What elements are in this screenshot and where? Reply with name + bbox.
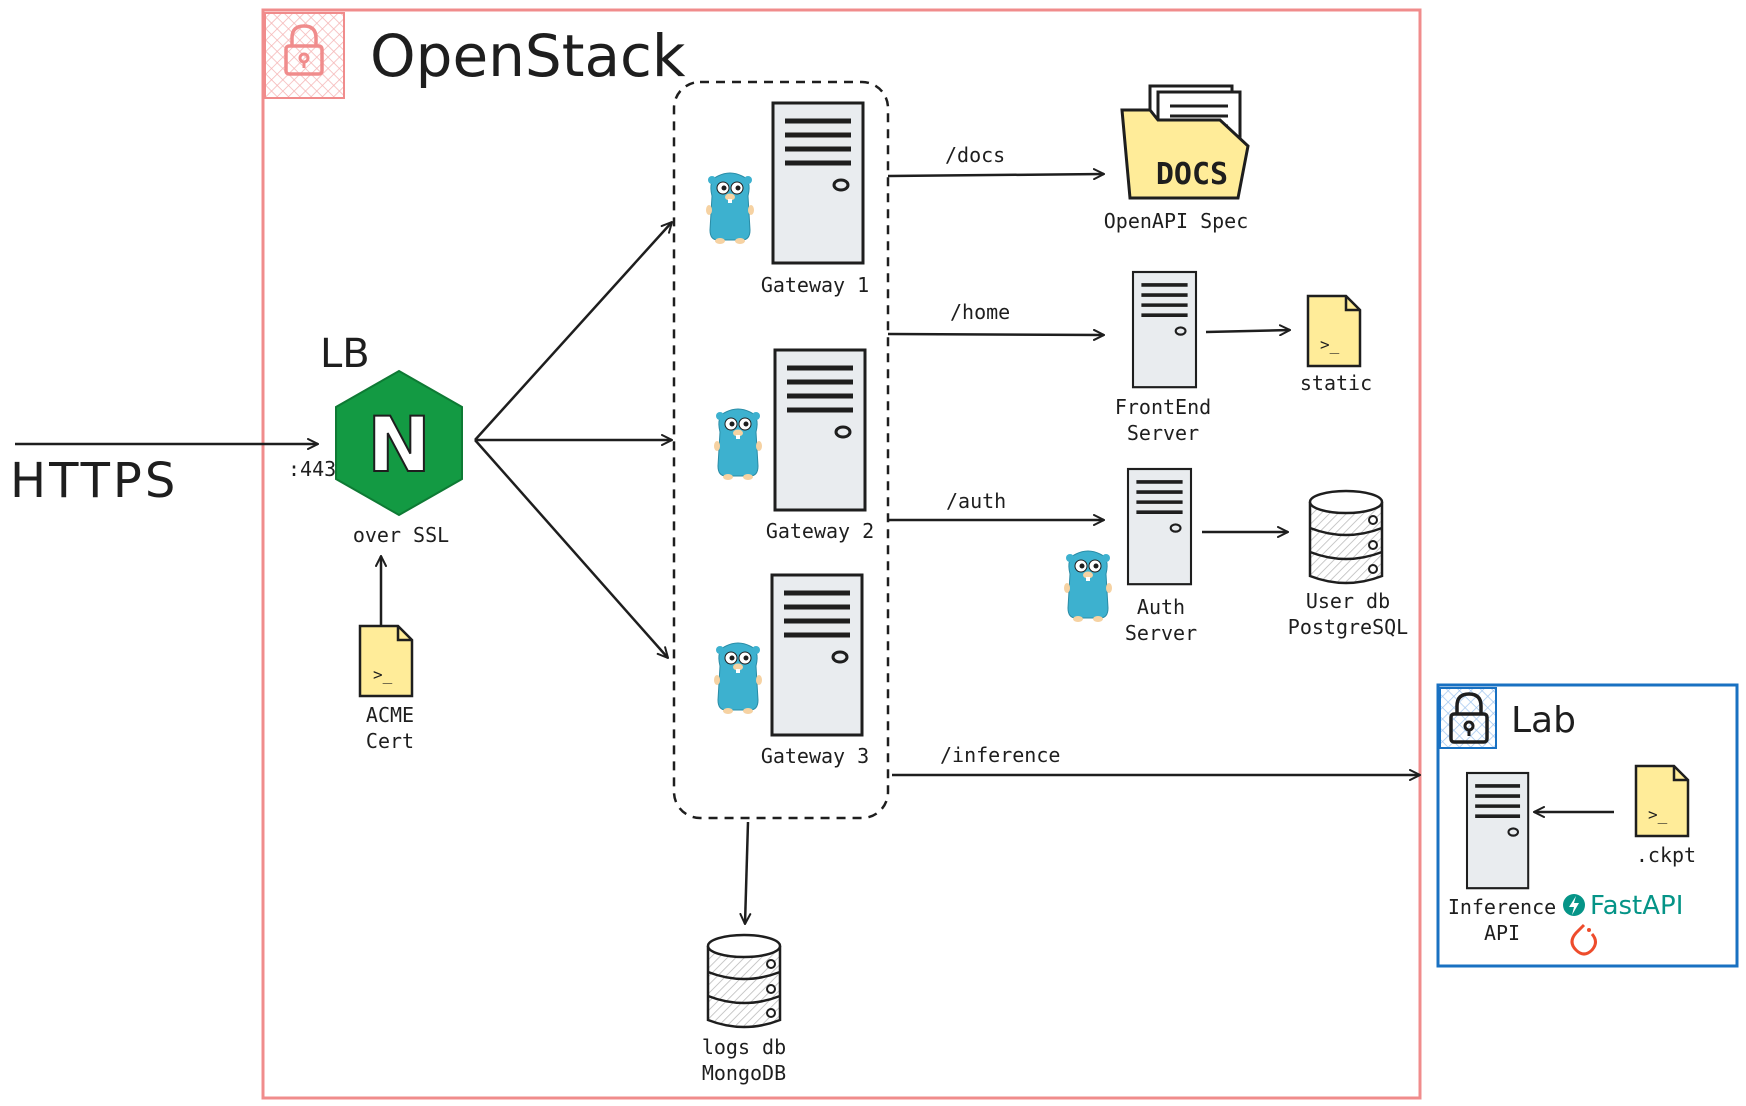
gateway-group xyxy=(672,80,890,820)
acme-label-line1: ACME xyxy=(366,703,414,727)
inference-api-server xyxy=(1465,771,1530,891)
user-db-label-line2: PostgreSQL xyxy=(1288,615,1408,639)
auth-route-label: /auth xyxy=(946,489,1006,513)
gateway-2: Gateway 2 xyxy=(713,350,874,543)
gopher-icon xyxy=(713,642,763,715)
https-label: HTTPS xyxy=(10,453,178,509)
nginx-letter: N xyxy=(367,400,431,489)
acme-label-line2: Cert xyxy=(366,729,414,753)
frontend-server xyxy=(1131,270,1198,389)
home-route-label: /home xyxy=(950,300,1010,324)
logs-db-label-line1: logs db xyxy=(702,1035,786,1059)
user-db-icon xyxy=(1308,489,1384,585)
fastapi-label: FastAPI xyxy=(1590,891,1683,921)
static-file-icon: >_ xyxy=(1306,294,1362,368)
inference-route-label: /inference xyxy=(940,743,1060,767)
server-icon xyxy=(1126,467,1193,587)
logs-db-icon xyxy=(706,933,782,1029)
lb-to-gateway1-arrow xyxy=(474,222,672,441)
server-icon xyxy=(772,575,862,735)
server-icon xyxy=(1131,270,1198,389)
gateway-2-label: Gateway 2 xyxy=(766,519,874,543)
frontend-label-line2: Server xyxy=(1127,421,1199,445)
openstack-lock-icon xyxy=(264,12,345,99)
gateway-1-label: Gateway 1 xyxy=(761,273,869,297)
server-icon xyxy=(1465,771,1530,891)
gopher-icon xyxy=(713,408,763,481)
home-route-arrow xyxy=(887,334,1104,335)
gopher-icon xyxy=(705,172,755,245)
inference-api-label-line2: API xyxy=(1484,921,1520,945)
openstack-title: OpenStack xyxy=(370,22,686,90)
lb-port-label: :443 xyxy=(288,457,336,481)
openstack-frame xyxy=(261,8,1422,1100)
inference-api-label-line1: Inference xyxy=(1448,895,1556,919)
gateway-3-label: Gateway 3 xyxy=(761,744,869,768)
svg-text:>_: >_ xyxy=(1320,335,1340,354)
logs-db-label-line2: MongoDB xyxy=(702,1061,786,1085)
acme-file-icon: >_ xyxy=(358,624,414,698)
lb-caption: over SSL xyxy=(353,523,449,547)
frontend-label-line1: FrontEnd xyxy=(1115,395,1211,419)
gateway-3: Gateway 3 xyxy=(713,575,869,768)
pytorch-logo-icon xyxy=(1570,923,1597,956)
fastapi-logo-icon xyxy=(1563,894,1585,916)
ckpt-file-icon: >_ xyxy=(1634,764,1690,838)
docs-caption: OpenAPI Spec xyxy=(1104,209,1249,233)
gateway-1: Gateway 1 xyxy=(705,103,869,297)
docs-route-arrow xyxy=(887,174,1104,176)
gopher-icon xyxy=(1063,550,1113,623)
frontend-to-static-arrow xyxy=(1205,330,1290,332)
svg-text:>_: >_ xyxy=(373,665,393,684)
auth-label-line1: Auth xyxy=(1137,595,1185,619)
static-label: static xyxy=(1300,371,1372,395)
lab-frame xyxy=(1436,683,1739,968)
lb-title: LB xyxy=(320,331,370,377)
auth-label-line2: Server xyxy=(1125,621,1197,645)
server-icon xyxy=(775,350,865,510)
docs-route-label: /docs xyxy=(945,143,1005,167)
docs-folder-icon: DOCS xyxy=(1120,84,1250,200)
server-icon xyxy=(773,103,863,263)
gateway-to-logs-arrow xyxy=(745,821,748,924)
lb-to-gateway3-arrow xyxy=(474,439,668,658)
lab-lock-icon xyxy=(1439,687,1497,749)
ckpt-label: .ckpt xyxy=(1636,843,1696,867)
docs-folder-label: DOCS xyxy=(1156,157,1228,192)
lab-title: Lab xyxy=(1511,700,1576,741)
nginx-logo-icon: N xyxy=(335,369,463,517)
svg-text:>_: >_ xyxy=(1648,805,1668,824)
user-db-label-line1: User db xyxy=(1306,589,1390,613)
